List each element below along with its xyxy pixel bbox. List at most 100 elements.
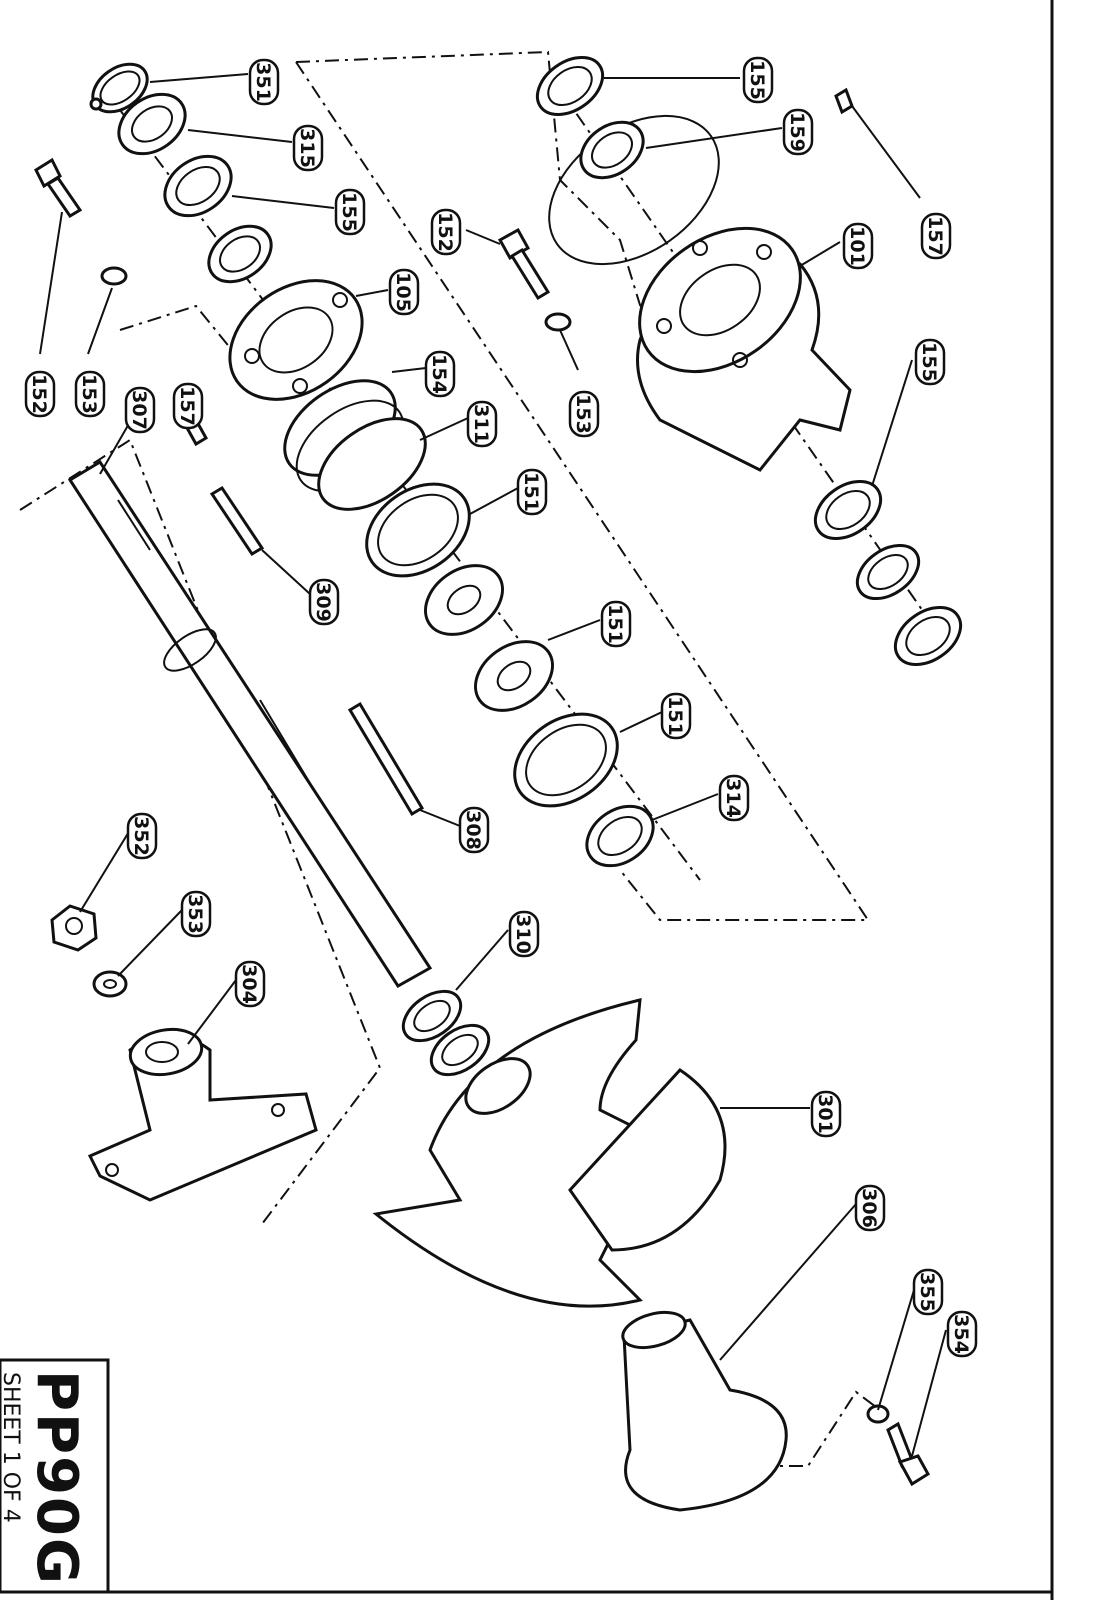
callout-label: 304 — [238, 964, 260, 1004]
part-306-hub — [621, 1310, 788, 1512]
callout-label: 354 — [950, 1314, 972, 1354]
callout-label: 151 — [664, 696, 686, 736]
callout-label: 159 — [786, 112, 808, 152]
callout-155: 155 — [334, 188, 366, 236]
part-308-key — [347, 701, 425, 817]
part-304-arm — [87, 1027, 318, 1202]
callout-label: 315 — [296, 128, 318, 168]
callout-151: 151 — [516, 468, 548, 516]
callout-label: 314 — [722, 778, 744, 818]
callout-label: 310 — [512, 914, 534, 954]
sheet-number: SHEET 1 OF 4 — [0, 1372, 23, 1523]
callout-label: 353 — [184, 894, 206, 934]
part-153-washer-right — [544, 312, 572, 332]
callout-315: 315 — [292, 124, 324, 172]
boundary-assembly-frame — [295, 61, 870, 921]
callout-354: 354 — [946, 1310, 978, 1358]
part-155-seal-right-top — [535, 55, 605, 117]
part-307-shaft — [67, 459, 433, 988]
callout-157: 157 — [172, 382, 204, 430]
callout-155: 155 — [914, 338, 946, 386]
part-355-washer — [866, 1404, 890, 1424]
part-151-cone-1 — [424, 564, 504, 636]
part-309-key — [209, 485, 265, 557]
part-153-washer-left — [100, 266, 128, 286]
part-152-bolt-right — [497, 227, 551, 301]
part-155-seal-upper — [163, 154, 233, 218]
callout-153: 153 — [74, 370, 106, 418]
callout-157: 157 — [920, 212, 952, 260]
callout-310: 310 — [508, 910, 540, 958]
part-155-seal-upper-2 — [207, 224, 273, 284]
part-311-spacer — [317, 417, 427, 511]
callout-314: 314 — [718, 774, 750, 822]
callout-label: 152 — [434, 212, 456, 252]
callout-label: 157 — [924, 216, 946, 256]
part-159-cover-disk — [548, 114, 720, 266]
callout-311: 311 — [466, 400, 498, 448]
callout-label: 154 — [428, 354, 450, 394]
part-101-gearbox-housing — [636, 226, 852, 472]
callout-151: 151 — [600, 600, 632, 648]
part-151-cone-2 — [474, 640, 554, 712]
part-105-housing — [228, 279, 364, 401]
callout-label: 153 — [78, 374, 100, 414]
callout-105: 105 — [388, 268, 420, 316]
callout-151: 151 — [660, 692, 692, 740]
part-310-washer-2 — [429, 1023, 491, 1077]
callout-155: 155 — [742, 56, 774, 104]
callout-label: 355 — [916, 1272, 938, 1312]
callout-label: 151 — [520, 472, 542, 512]
callout-label: 152 — [28, 374, 50, 414]
part-351-circlip — [89, 62, 149, 114]
part-151-cup-upper — [365, 482, 471, 578]
callout-label: 157 — [176, 386, 198, 426]
callout-label: 306 — [858, 1188, 880, 1228]
callout-label: 155 — [746, 60, 768, 100]
part-314-ring — [585, 804, 655, 868]
callout-label: 301 — [814, 1094, 836, 1134]
boundary-small-link — [119, 304, 241, 361]
part-354-bolt — [886, 1421, 931, 1487]
callout-101: 101 — [842, 222, 874, 270]
callout-label: 307 — [128, 390, 150, 430]
callout-label: 309 — [312, 582, 334, 622]
part-353-washer — [92, 970, 128, 998]
callout-352: 352 — [126, 812, 158, 860]
callout-label: 155 — [338, 192, 360, 232]
callout-309: 309 — [308, 578, 340, 626]
part-155-seal-right-2 — [855, 543, 921, 601]
leader-lines — [39, 73, 947, 1457]
callout-301: 301 — [810, 1090, 842, 1138]
callout-304: 304 — [234, 960, 266, 1008]
callout-label: 311 — [470, 404, 492, 444]
part-352-nut — [50, 904, 98, 952]
callout-label: 101 — [846, 226, 868, 266]
part-315-bearing — [117, 92, 187, 156]
callout-label: 153 — [572, 394, 594, 434]
callout-153: 153 — [568, 390, 600, 438]
title-block: PP90G SHEET 1 OF 4 — [0, 1358, 110, 1594]
callout-308: 308 — [458, 806, 490, 854]
callout-154: 154 — [424, 350, 456, 398]
part-152-bolt-left — [34, 157, 83, 219]
part-155-seal-right-1 — [813, 479, 883, 541]
callout-label: 155 — [918, 342, 940, 382]
callout-351: 351 — [248, 58, 280, 106]
boundary-bolt-link — [760, 1390, 881, 1467]
callout-152: 152 — [430, 208, 462, 256]
callout-355: 355 — [912, 1268, 944, 1316]
callout-label: 308 — [462, 810, 484, 850]
model-number: PP90G — [24, 1370, 89, 1586]
callout-353: 353 — [180, 890, 212, 938]
callouts: 351 315 155 105 154 311 151 151 151 314 309 308 310 3… — [24, 56, 978, 1358]
part-310-washer-1 — [401, 989, 463, 1043]
part-301-blade — [372, 998, 727, 1308]
callout-152: 152 — [24, 370, 56, 418]
callout-306: 306 — [854, 1184, 886, 1232]
part-157-nipple-right — [834, 87, 854, 115]
callout-label: 352 — [130, 816, 152, 856]
callout-label: 351 — [252, 62, 274, 102]
callout-label: 105 — [392, 272, 414, 312]
